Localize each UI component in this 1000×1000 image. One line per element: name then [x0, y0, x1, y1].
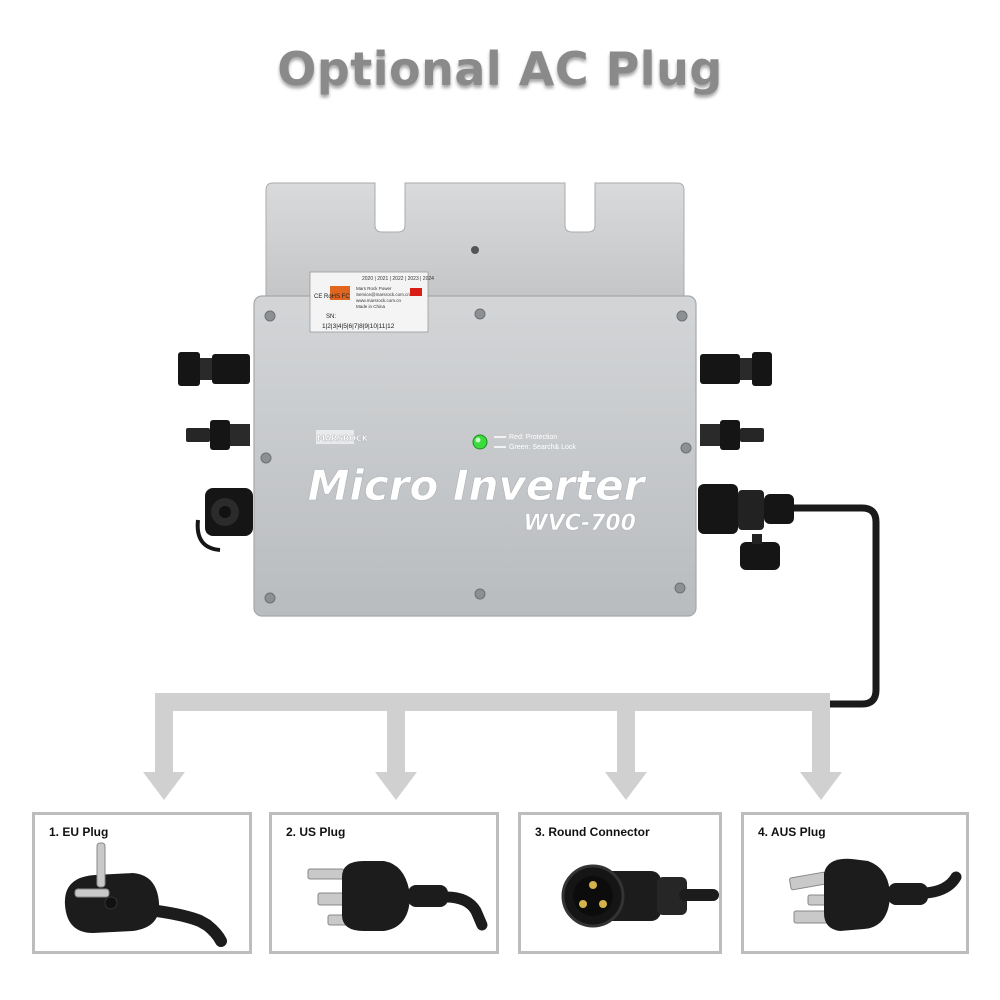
- product-label: [309, 271, 429, 333]
- option-label-round-connector: 3. Round Connector: [535, 825, 650, 839]
- dc-connector-right-bottom: [700, 420, 764, 450]
- label-line-1: Mars Rock Power: [356, 286, 392, 291]
- label-line-3: www.marsrock.com.cn: [356, 298, 402, 303]
- label-months: 1|2|3|4|5|6|7|8|9|10|11|12: [322, 323, 395, 330]
- ac-port-left: [195, 488, 253, 552]
- status-led: [472, 434, 488, 450]
- round-connector-icon: [561, 864, 719, 928]
- label-years: 2020 | 2021 | 2022 | 2023 | 2024: [362, 276, 434, 282]
- brand-logo: MARSROCK: [316, 430, 369, 444]
- ac-output-connector: [698, 484, 794, 570]
- option-card-eu-plug[interactable]: 1. EU Plug: [32, 812, 252, 954]
- option-card-us-plug[interactable]: 2. US Plug: [269, 812, 499, 954]
- option-card-aus-plug[interactable]: 4. AUS Plug: [741, 812, 969, 954]
- aus-plug-icon: [789, 858, 962, 931]
- inverter-body: [253, 295, 697, 617]
- page-title: Optional AC Plug: [277, 42, 723, 96]
- option-label-us-plug: 2. US Plug: [286, 825, 346, 839]
- label-cert: CE RoHS FC: [314, 294, 350, 300]
- ac-cable: [790, 504, 880, 708]
- dc-connector-left-bottom: [186, 420, 250, 450]
- us-plug-icon: [307, 861, 488, 931]
- label-line-2: Service@marsrock.com.cn: [356, 292, 410, 297]
- body-screws: [260, 308, 692, 604]
- led-legend-green: Green: Search& Lock: [509, 444, 576, 451]
- dc-connector-right-top: [700, 352, 772, 386]
- option-label-aus-plug: 4. AUS Plug: [758, 825, 826, 839]
- option-label-eu-plug: 1. EU Plug: [49, 825, 109, 839]
- product-name: Micro Inverter: [308, 461, 647, 510]
- label-line-4: Made in China: [356, 304, 386, 309]
- svg-text:MARSROCK: MARSROCK: [317, 434, 369, 443]
- product-model: WVC-700: [524, 511, 637, 536]
- distribution-arrows: [143, 693, 842, 800]
- label-sn: SN:: [326, 314, 336, 320]
- eu-plug-icon: [64, 842, 227, 947]
- dc-connector-left-top: [178, 352, 250, 386]
- option-card-round-connector[interactable]: 3. Round Connector: [518, 812, 722, 954]
- mounting-plate: [265, 182, 685, 301]
- led-legend-red: Red: Protection: [509, 434, 557, 441]
